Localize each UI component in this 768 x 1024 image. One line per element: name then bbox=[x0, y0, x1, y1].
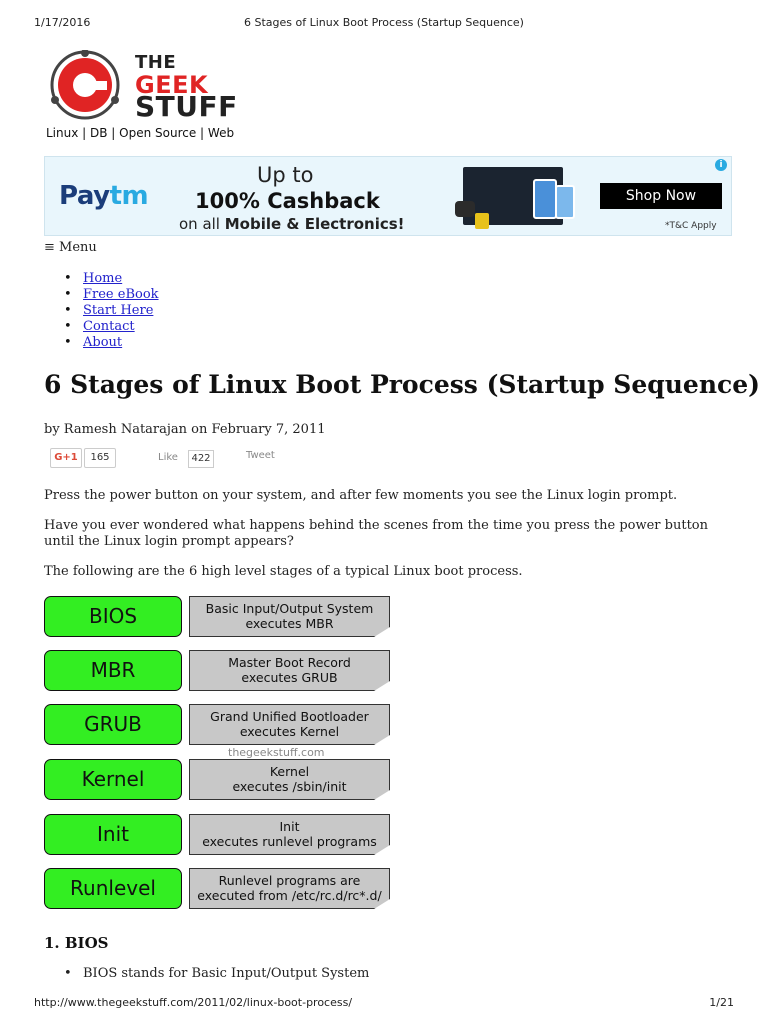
facebook-like-button[interactable]: Like bbox=[158, 452, 178, 463]
diagram-watermark: thegeekstuff.com bbox=[228, 746, 325, 759]
ad-banner[interactable]: Paytm Up to 100% Cashback on all Mobile … bbox=[44, 156, 732, 236]
stage-desc-mbr-1: Master Boot Record bbox=[228, 655, 351, 670]
tweet-button[interactable]: Tweet bbox=[246, 450, 275, 461]
paragraph-intro: Press the power button on your system, a… bbox=[44, 488, 678, 503]
stage-desc-init-2: executes runlevel programs bbox=[202, 834, 377, 849]
ad-camera-image bbox=[455, 201, 475, 217]
google-plus-button[interactable]: G+1 bbox=[50, 448, 82, 468]
site-tagline: Linux | DB | Open Source | Web bbox=[46, 126, 235, 140]
nav-item-free-ebook: Free eBook bbox=[64, 287, 159, 303]
geek-logo-icon bbox=[50, 50, 120, 120]
nav-link-home[interactable]: Home bbox=[83, 271, 123, 286]
menu-toggle[interactable]: ≡ Menu bbox=[44, 240, 97, 255]
nav-link-start-here[interactable]: Start Here bbox=[83, 303, 154, 318]
ad-terms: *T&C Apply bbox=[665, 221, 717, 231]
stage-desc-mbr-2: executes GRUB bbox=[241, 670, 338, 685]
logo-line-the: THE bbox=[135, 52, 177, 73]
paragraph-question: Have you ever wondered what happens behi… bbox=[44, 518, 708, 549]
nav-item-about: About bbox=[64, 335, 159, 351]
stage-desc-grub-1: Grand Unified Bootloader bbox=[210, 709, 369, 724]
print-date: 1/17/2016 bbox=[34, 16, 91, 29]
stage-name-grub: GRUB bbox=[44, 704, 182, 745]
stage-desc-bios-2: executes MBR bbox=[245, 616, 334, 631]
stage-name-mbr: MBR bbox=[44, 650, 182, 691]
list-item: BIOS stands for Basic Input/Output Syste… bbox=[64, 966, 369, 981]
stage-desc-bios-1: Basic Input/Output System bbox=[205, 601, 374, 616]
ad-phone-image bbox=[533, 179, 557, 219]
nav-item-contact: Contact bbox=[64, 319, 159, 335]
page-number: 1/21 bbox=[709, 996, 734, 1009]
stage-desc-kernel-1: Kernel bbox=[269, 764, 310, 779]
stage-desc-grub-2: executes Kernel bbox=[239, 724, 340, 739]
stage-desc-runlevel-1: Runlevel programs are bbox=[218, 873, 361, 888]
stage-name-bios: BIOS bbox=[44, 596, 182, 637]
google-plus-count: 165 bbox=[84, 448, 116, 468]
ad-brand-b: tm bbox=[109, 181, 149, 211]
section-heading-bios: 1. BIOS bbox=[44, 934, 109, 952]
stage-desc-runlevel-2: executed from /etc/rc.d/rc*.d/ bbox=[197, 888, 382, 903]
logo-line-stuff: STUFF bbox=[135, 90, 238, 123]
nav-link-about[interactable]: About bbox=[83, 335, 123, 350]
stage-desc-init-1: Init bbox=[279, 819, 300, 834]
ad-shop-now-button[interactable]: Shop Now bbox=[600, 183, 722, 209]
ad-brand-logo: Paytm bbox=[59, 181, 149, 211]
nav-item-home: Home bbox=[64, 271, 159, 287]
stage-name-runlevel: Runlevel bbox=[44, 868, 182, 909]
print-url: http://www.thegeekstuff.com/2011/02/linu… bbox=[34, 996, 353, 1009]
nav-item-start-here: Start Here bbox=[64, 303, 159, 319]
stage-desc-kernel-2: executes /sbin/init bbox=[232, 779, 347, 794]
main-nav: Home Free eBook Start Here Contact About bbox=[64, 271, 159, 351]
ad-gadget-image bbox=[475, 213, 489, 229]
logo-line-geek: GEEK bbox=[135, 71, 209, 99]
logo-wordmark: THE GEEK STUFF bbox=[135, 52, 238, 123]
print-title: 6 Stages of Linux Boot Process (Startup … bbox=[244, 16, 524, 29]
paragraph-stages-intro: The following are the 6 high level stage… bbox=[44, 564, 523, 579]
ad-headline-3b: Mobile & Electronics! bbox=[224, 215, 405, 233]
article-title: 6 Stages of Linux Boot Process (Startup … bbox=[44, 370, 760, 399]
facebook-like-count: 422 bbox=[188, 450, 214, 468]
article-byline: by Ramesh Natarajan on February 7, 2011 bbox=[44, 422, 326, 437]
nav-link-free-ebook[interactable]: Free eBook bbox=[83, 287, 159, 302]
stage-name-init: Init bbox=[44, 814, 182, 855]
list-item-text: BIOS stands for Basic Input/Output Syste… bbox=[83, 966, 370, 981]
ad-headline-1: Up to bbox=[257, 163, 314, 187]
ad-info-icon[interactable]: i bbox=[715, 159, 727, 171]
nav-link-contact[interactable]: Contact bbox=[83, 319, 135, 334]
ad-headline-3a: on all bbox=[179, 215, 225, 233]
ad-headline-3: on all Mobile & Electronics! bbox=[179, 215, 405, 233]
ad-brand-a: Pay bbox=[59, 181, 110, 211]
ad-tablet-image bbox=[555, 185, 575, 219]
ad-headline-2: 100% Cashback bbox=[195, 189, 380, 213]
stage-name-kernel: Kernel bbox=[44, 759, 182, 800]
